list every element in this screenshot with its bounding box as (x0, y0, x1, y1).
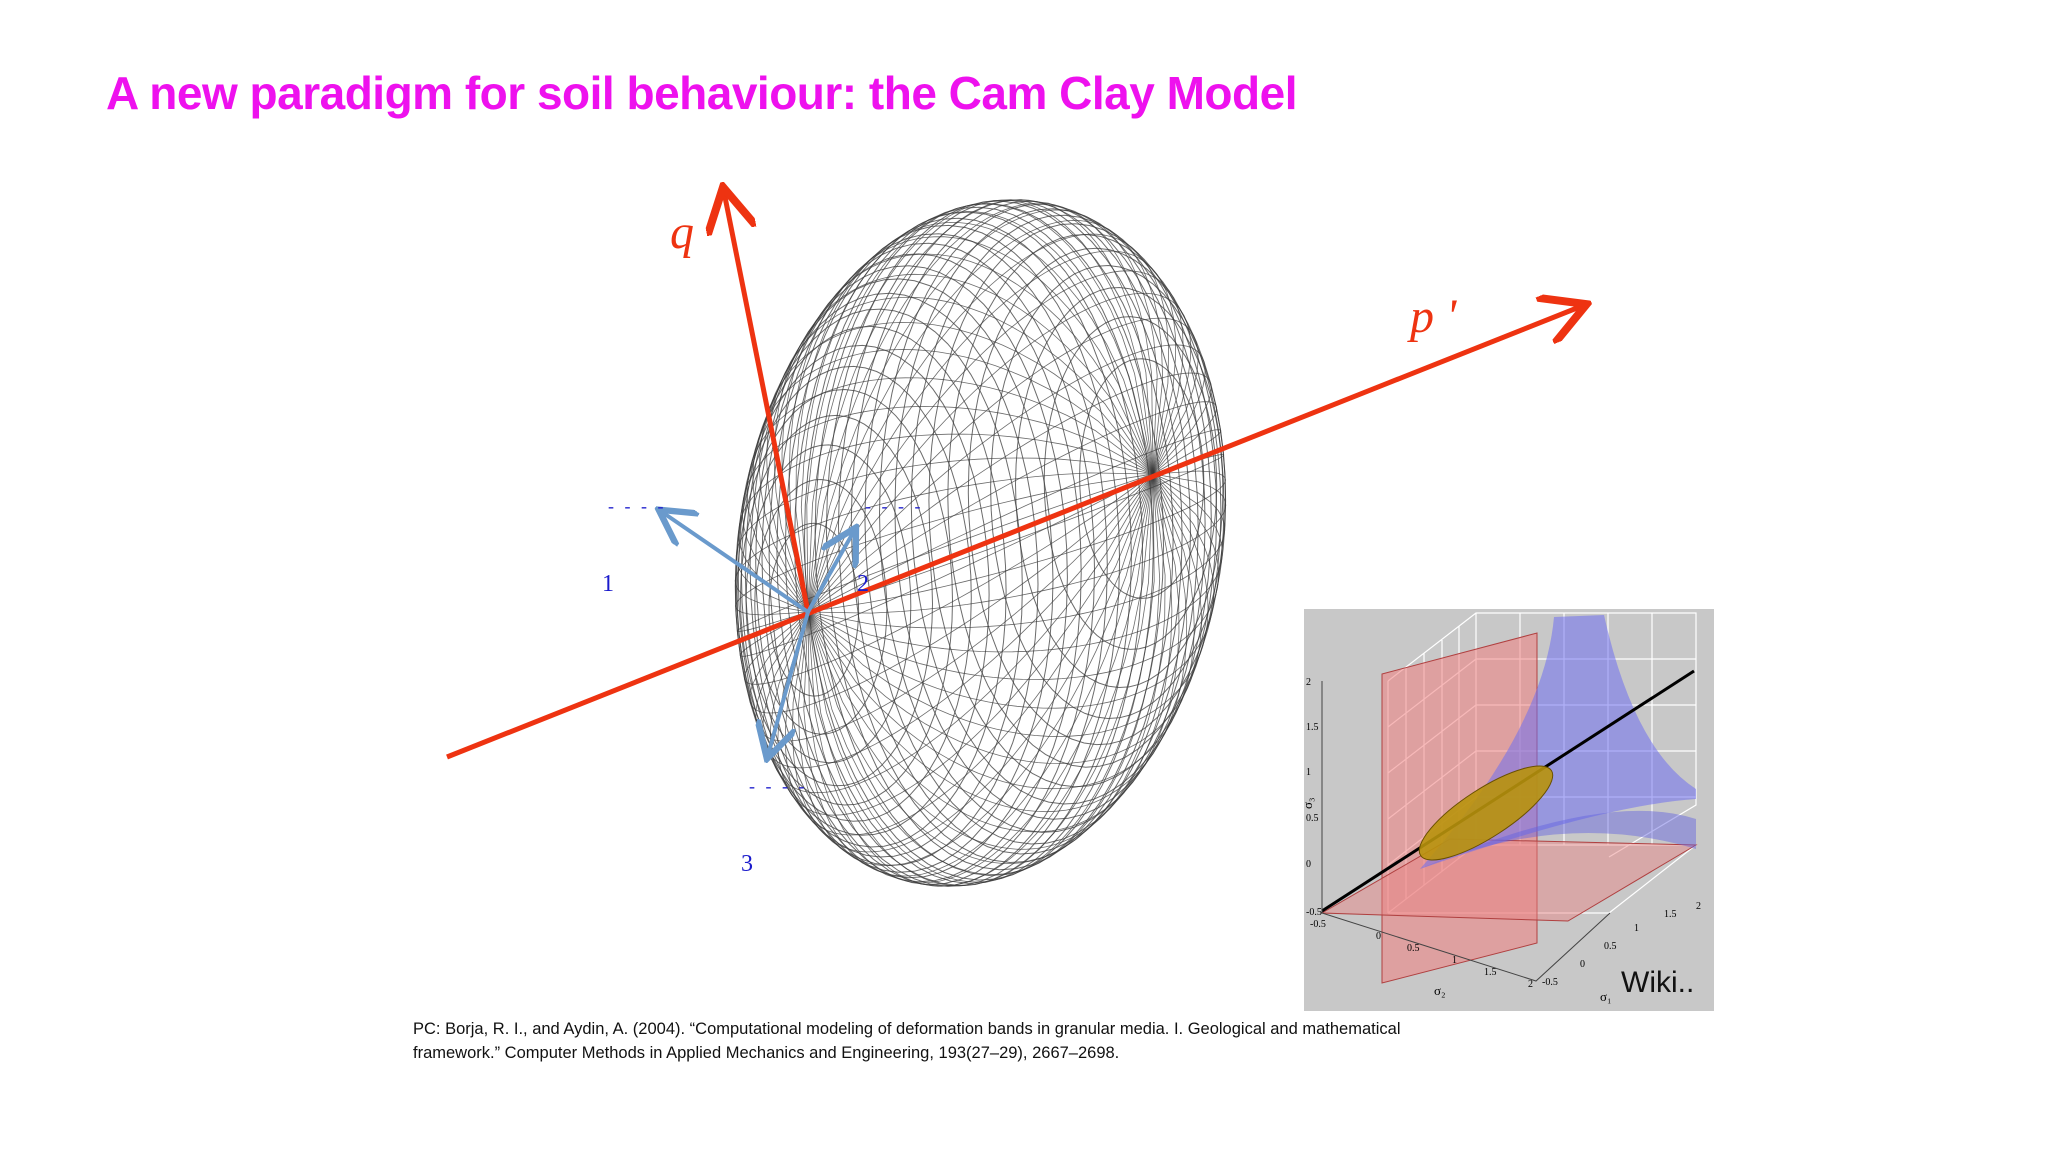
citation-line-1: PC: Borja, R. I., and Aydin, A. (2004). … (413, 1020, 1401, 1038)
mesh-line (807, 209, 1158, 613)
y-tick-1: 1 (1634, 923, 1639, 934)
p-prime-axis-label: p ' (1407, 290, 1457, 343)
mesh-line (759, 322, 1154, 613)
principal-stress-space-inset: 2 1.5 1 0.5 0 -0.5 σ₃ -0.5 0 0.5 1 1.5 2… (1300, 609, 1714, 1011)
z-tick-1: 1 (1306, 767, 1311, 778)
mesh-line (735, 457, 1154, 613)
x-axis-label: σ₂ (1434, 983, 1446, 998)
mesh-line (807, 473, 1223, 653)
mesh-line (807, 454, 1225, 613)
mesh-line (807, 473, 1154, 884)
mesh-line (807, 473, 1202, 764)
q-axis (724, 192, 811, 613)
inset-source-caption: Wiki.. (1621, 966, 1695, 999)
mesh-line (800, 211, 1154, 613)
q-axis-label: q (670, 206, 694, 259)
z-tick-0.5: 0.5 (1306, 813, 1319, 824)
mesh-line (788, 236, 1154, 613)
mesh-line (746, 377, 1154, 613)
mesh-line (807, 250, 1177, 613)
p-prime-axis (446, 306, 1582, 760)
inset-plot: 2 1.5 1 0.5 0 -0.5 σ₃ -0.5 0 0.5 1 1.5 2… (1300, 612, 1701, 1004)
mesh-line (807, 473, 1195, 790)
direction-2-label: 2 (857, 571, 869, 597)
mesh-line (807, 317, 1199, 613)
x-tick-1: 1 (1452, 955, 1457, 966)
mesh-line (807, 219, 1164, 613)
mesh-line (807, 401, 1218, 613)
z-tick-neg0.5: -0.5 (1306, 907, 1322, 918)
direction-3-label: 3 (741, 851, 753, 877)
y-tick-0: 0 (1580, 959, 1585, 970)
z-tick-0: 0 (1306, 859, 1311, 870)
mesh-line (797, 473, 1154, 867)
citation-line-2: framework.” Computer Methods in Applied … (413, 1044, 1120, 1062)
mesh-line (741, 405, 1154, 613)
mesh-line (807, 473, 1227, 614)
mesh-line (738, 433, 1154, 613)
mesh-line (749, 473, 1154, 714)
mesh-line (784, 473, 1154, 836)
z-tick-1.5: 1.5 (1306, 722, 1319, 733)
mesh-line (807, 473, 1154, 887)
mesh-line (773, 273, 1154, 613)
y-tick-neg0.5: -0.5 (1542, 977, 1558, 988)
mesh-line (803, 473, 1154, 877)
mesh-line (795, 221, 1154, 613)
mesh-line (807, 473, 1154, 887)
mesh-line (807, 473, 1173, 850)
mesh-line (734, 472, 1154, 613)
mesh-line (806, 203, 1154, 613)
mesh-line (807, 199, 1154, 613)
mesh-line (807, 372, 1212, 613)
x-tick-0.5: 0.5 (1407, 943, 1420, 954)
x-tick-2: 2 (1528, 979, 1533, 990)
mesh-line (769, 473, 1154, 794)
mesh-line (807, 473, 1161, 875)
slide-title: A new paradigm for soil behaviour: the C… (106, 67, 1298, 119)
z-tick-2: 2 (1306, 677, 1311, 688)
direction-3-mark: - - - - (749, 776, 807, 796)
mesh-line (807, 292, 1192, 613)
x-tick-0: 0 (1376, 931, 1381, 942)
mesh-line (807, 473, 1226, 629)
mesh-line (807, 470, 1226, 613)
citation: PC: Borja, R. I., and Aydin, A. (2004). … (413, 1017, 1473, 1065)
yield-surface-mesh (734, 199, 1227, 887)
mesh-line (807, 199, 1154, 613)
x-tick-neg0.5: -0.5 (1310, 919, 1326, 930)
mesh-line (807, 473, 1180, 833)
direction-1-mark: - - - - (608, 496, 666, 516)
y-axis-label: σ₁ (1600, 989, 1612, 1004)
mesh-line (807, 233, 1170, 613)
y-tick-0.5: 0.5 (1604, 941, 1617, 952)
mesh-line (807, 473, 1166, 865)
direction-1-arrow (662, 512, 810, 614)
x-tick-1.5: 1.5 (1484, 967, 1497, 978)
direction-1-label: 1 (602, 571, 614, 597)
z-axis-label: σ₃ (1304, 797, 1315, 809)
mesh-line (791, 473, 1154, 853)
direction-2-mark: - - - - (865, 496, 923, 516)
mesh-line (807, 344, 1206, 613)
mesh-line (807, 473, 1155, 883)
y-tick-1.5: 1.5 (1664, 909, 1677, 920)
direction-3-arrow (768, 611, 810, 755)
direction-2-arrow (806, 531, 854, 613)
mesh-line (807, 270, 1184, 613)
mesh-line (777, 473, 1154, 816)
mesh-line (735, 473, 1154, 616)
mesh-line (743, 473, 1154, 685)
y-tick-2: 2 (1696, 901, 1701, 912)
mesh-line (807, 202, 1154, 613)
mesh-line (807, 473, 1188, 813)
mesh-line (807, 473, 1220, 681)
mesh-line (807, 473, 1215, 709)
mesh-line (766, 296, 1154, 613)
